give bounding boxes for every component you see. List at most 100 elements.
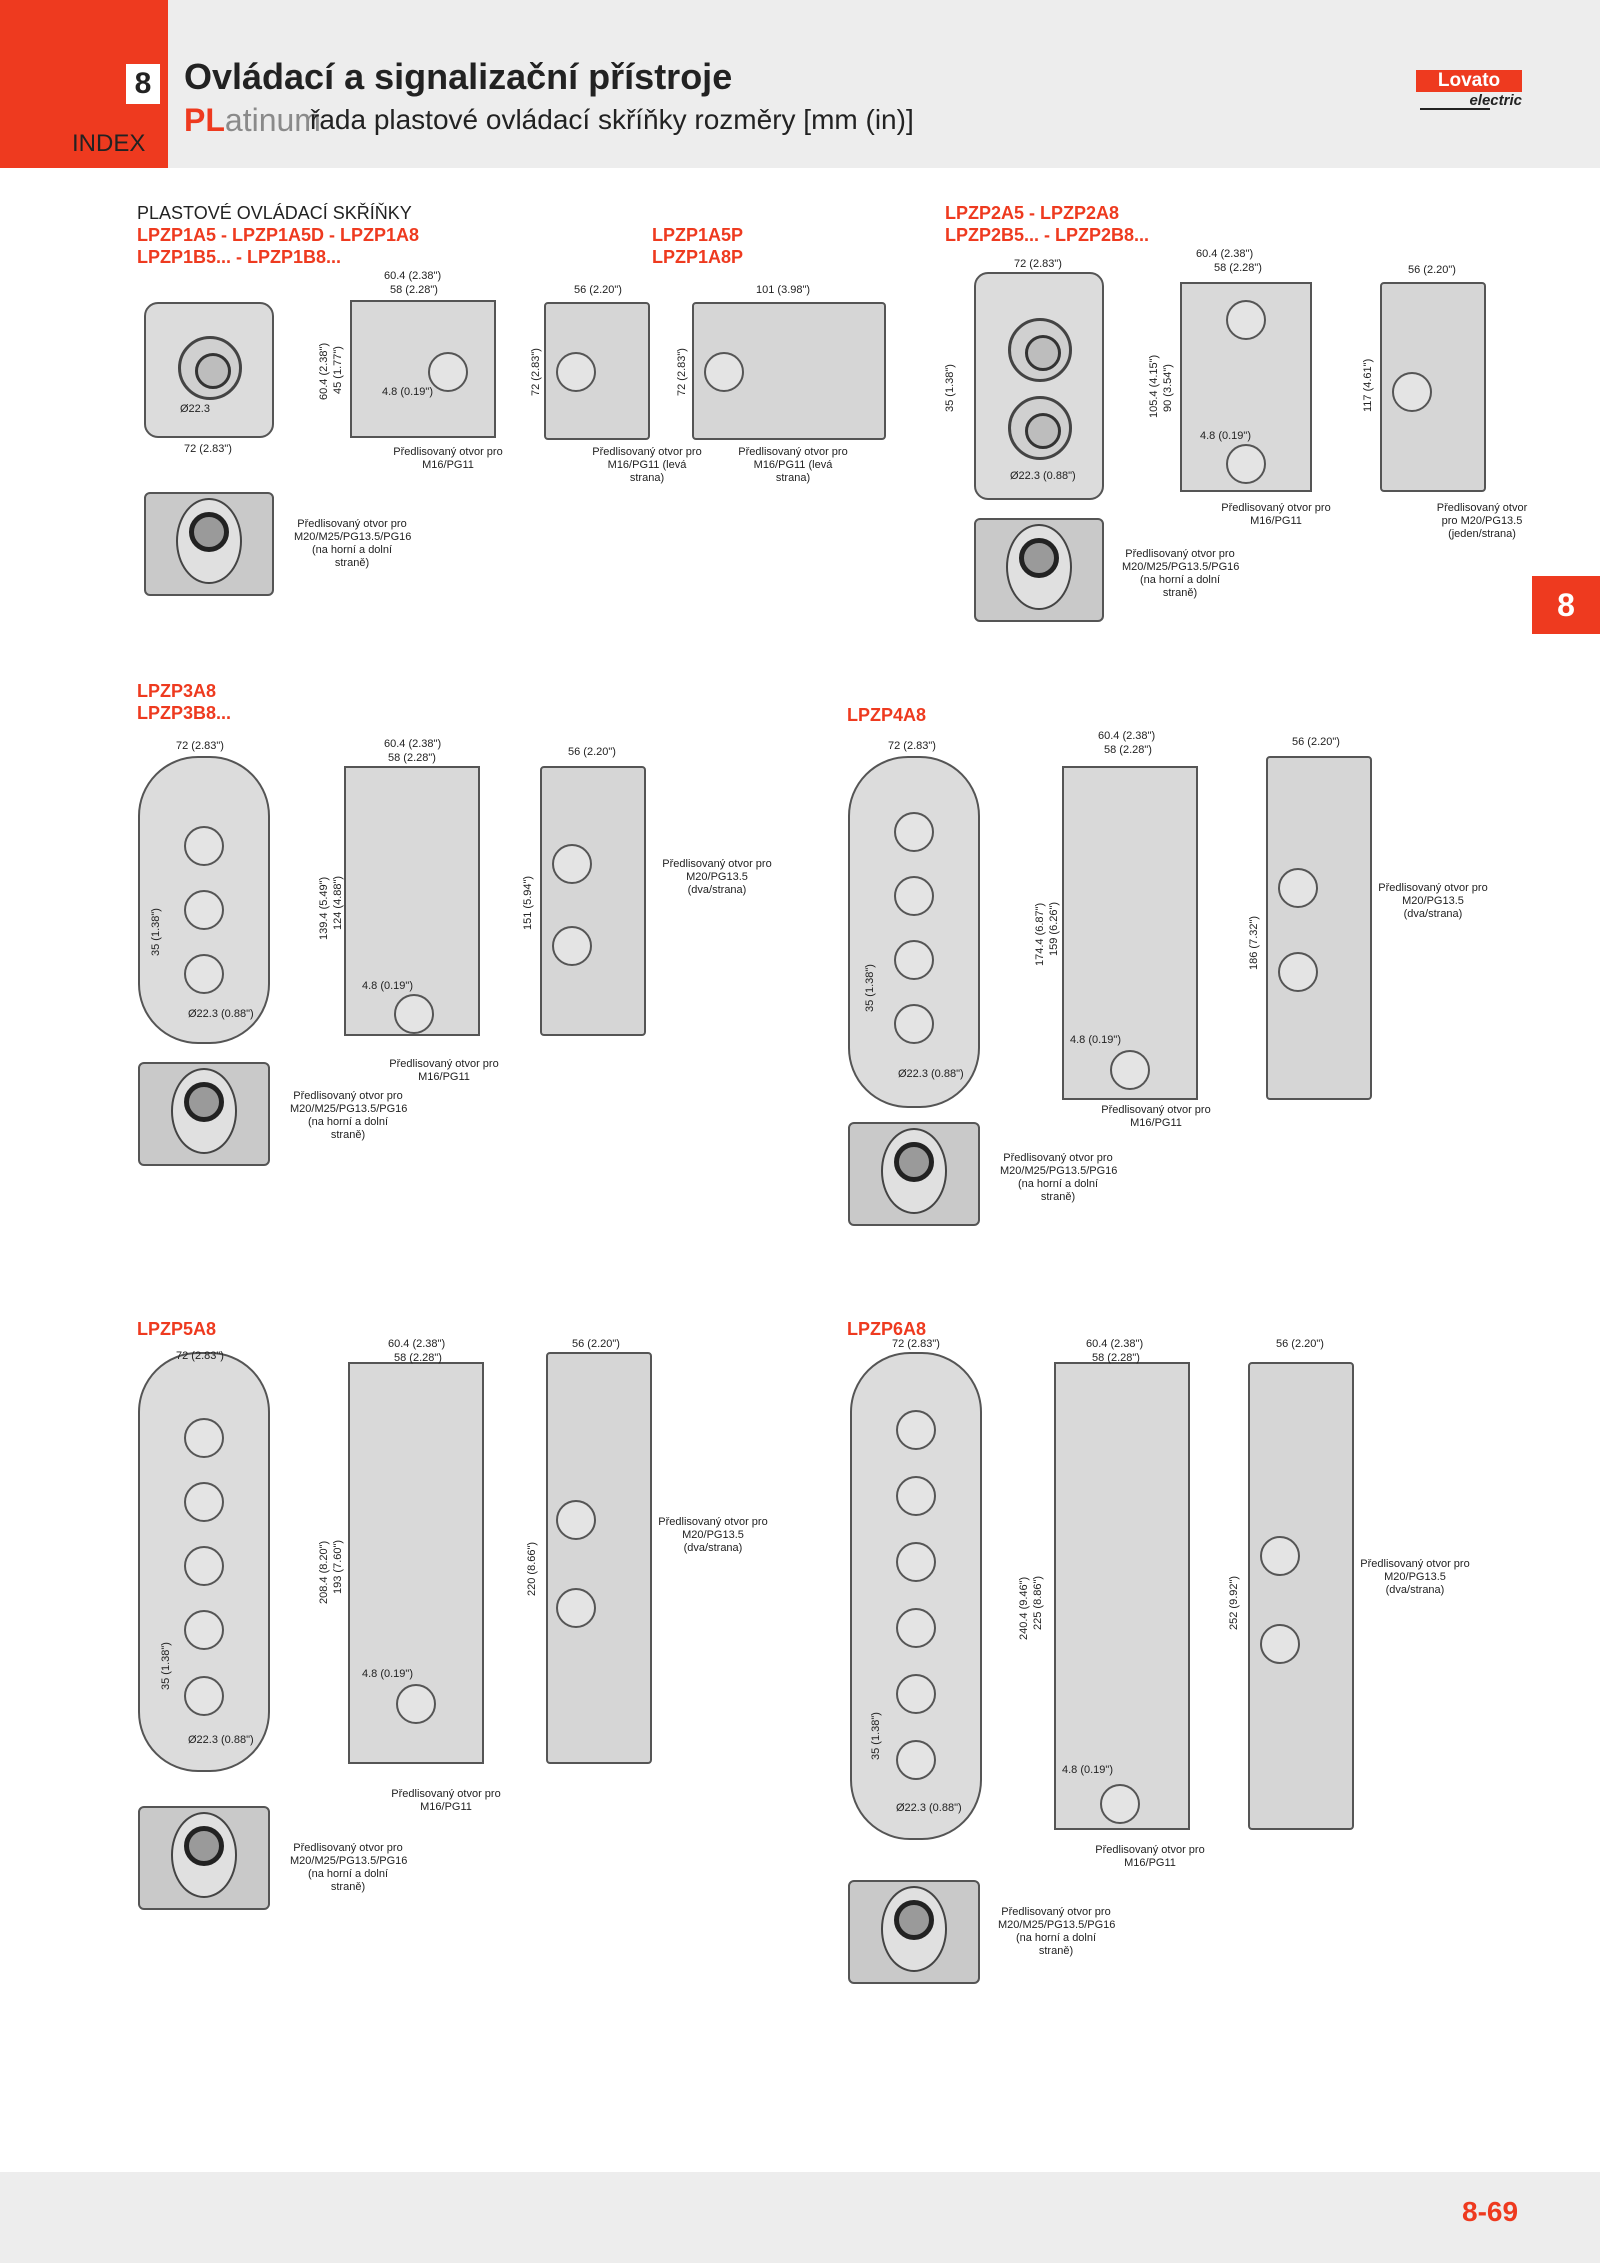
dim-h1744: 174.4 (6.87") — [1034, 902, 1046, 966]
dim-h90: 90 (3.54") — [1162, 364, 1174, 412]
dim-w604-5: 60.4 (2.38") — [388, 1338, 446, 1350]
dim-h35-6: 35 (1.38") — [870, 1712, 882, 1760]
note-m20-one: Předlisovaný otvor pro M20/PG13.5 (jeden… — [1436, 502, 1528, 540]
s3-models-1: LPZP3A8 — [137, 681, 217, 701]
hole-icon — [896, 1608, 936, 1648]
note-m16-2: Předlisovaný otvor pro M16/PG11 — [1221, 502, 1331, 527]
s1p-models-2: LPZP1A8P — [652, 247, 744, 267]
dim-w58-6: 58 (2.28") — [1092, 1352, 1140, 1364]
dim-w72-5: 72 (2.83") — [176, 1350, 224, 1362]
lpzp4-front — [848, 756, 980, 1108]
lpzp6-photo — [848, 1880, 980, 1984]
note-m16-left: Předlisovaný otvor pro M16/PG11 (levá st… — [592, 446, 702, 484]
dim-h159: 159 (6.26") — [1048, 901, 1060, 956]
dim-d223in-4: Ø22.3 (0.88") — [898, 1068, 964, 1080]
hole-icon — [184, 1676, 224, 1716]
dim-w72-6: 72 (2.83") — [892, 1338, 940, 1350]
dim-w72-4: 72 (2.83") — [888, 740, 936, 752]
hole-icon — [896, 1674, 936, 1714]
photo-button-icon — [184, 1082, 224, 1122]
hole-icon — [552, 926, 592, 966]
dim-d223in-2: Ø22.3 (0.88") — [1010, 470, 1076, 482]
button-icon — [178, 336, 242, 400]
hole-icon — [184, 826, 224, 866]
note-m20-tb-5: Předlisovaný otvor pro M20/M25/PG13.5/PG… — [290, 1842, 408, 1893]
lpzp4-side — [1266, 756, 1372, 1100]
dim-w58-4: 58 (2.28") — [1104, 744, 1152, 756]
hole-icon — [1260, 1536, 1300, 1576]
note-m20-two-6: Předlisovaný otvor pro M20/PG13.5 (dva/s… — [1360, 1558, 1470, 1596]
note-m16-4: Předlisovaný otvor pro M16/PG11 — [1101, 1104, 1211, 1129]
note-m16-3: Předlisovaný otvor pro M16/PG11 — [389, 1058, 499, 1083]
note-m20-tb: Předlisovaný otvor pro M20/M25/PG13.5/PG… — [294, 518, 412, 569]
lpzp6-body — [1054, 1362, 1190, 1830]
s4-models-1: LPZP4A8 — [847, 705, 927, 725]
lpzp5-photo — [138, 1806, 270, 1910]
hole-icon — [184, 890, 224, 930]
dim-w604-3: 60.4 (2.38") — [384, 738, 442, 750]
dim-h35-4: 35 (1.38") — [864, 964, 876, 1012]
hole-icon — [1100, 1784, 1140, 1824]
dim-w58: 58 (2.28") — [390, 284, 438, 296]
page-number: 8-69 — [1462, 2196, 1519, 2227]
logo-underline — [1420, 108, 1490, 110]
lpzp3-body — [344, 766, 480, 1036]
s2-models-2: LPZP2B5... - LPZP2B8... — [945, 225, 1150, 245]
hole-icon — [1110, 1050, 1150, 1090]
dim-w604-6: 60.4 (2.38") — [1086, 1338, 1144, 1350]
lpzp2-front — [974, 272, 1104, 500]
dim-h225: 225 (8.86") — [1032, 1575, 1044, 1630]
s1-models-1: LPZP1A5 - LPZP1A5D - LPZP1A8 — [137, 225, 420, 245]
s5-models-1: LPZP5A8 — [137, 1319, 217, 1339]
hole-icon — [1260, 1624, 1300, 1664]
photo-button-icon — [894, 1900, 934, 1940]
hole-icon — [896, 1410, 936, 1450]
hole-icon — [184, 1418, 224, 1458]
dim-w58-3: 58 (2.28") — [388, 752, 436, 764]
dim-w58-5: 58 (2.28") — [394, 1352, 442, 1364]
hole-icon — [184, 954, 224, 994]
hole-icon — [1278, 952, 1318, 992]
dim-d48-3: 4.8 (0.19") — [362, 980, 413, 992]
dim-d48-4: 4.8 (0.19") — [1070, 1034, 1121, 1046]
photo-button-icon — [894, 1142, 934, 1182]
dim-h45: 45 (1.77") — [332, 346, 344, 394]
hole-icon — [1226, 300, 1266, 340]
dim-w604-4: 60.4 (2.38") — [1098, 730, 1156, 742]
index-link[interactable]: INDEX — [72, 130, 146, 157]
dim-w604: 60.4 (2.38") — [384, 270, 442, 282]
dim-h252: 252 (9.92") — [1228, 1575, 1240, 1630]
platinum-brand: PLatinum — [184, 102, 321, 139]
page-footer — [0, 2172, 1600, 2263]
s3-models-2: LPZP3B8... — [137, 703, 232, 723]
lpzp4-body — [1062, 766, 1198, 1100]
hole-icon — [184, 1610, 224, 1650]
hole-icon — [896, 1740, 936, 1780]
lpzp3-photo — [138, 1062, 270, 1166]
dim-h72b: 72 (2.83") — [676, 348, 688, 396]
dim-w56-5: 56 (2.20") — [572, 1338, 620, 1350]
brand-rest: atinum — [224, 102, 321, 138]
button-icon — [1008, 396, 1072, 460]
dim-w56-3: 56 (2.20") — [568, 746, 616, 758]
dim-h220: 220 (8.66") — [526, 1541, 538, 1596]
dim-h1054: 105.4 (4.15") — [1148, 354, 1160, 418]
hole-icon — [1392, 372, 1432, 412]
hole-icon — [184, 1546, 224, 1586]
dim-d223in-3: Ø22.3 (0.88") — [188, 1008, 254, 1020]
hole-icon — [556, 1500, 596, 1540]
lpzp1-body — [350, 300, 496, 438]
s1p-models-1: LPZP1A5P — [652, 225, 744, 245]
lpzp5-side — [546, 1352, 652, 1764]
hole-icon — [896, 1476, 936, 1516]
note-m16-5: Předlisovaný otvor pro M16/PG11 — [391, 1788, 501, 1813]
side-chapter-tab[interactable]: 8 — [1532, 576, 1600, 634]
dim-h72: 72 (2.83") — [530, 348, 542, 396]
dim-h35-5: 35 (1.38") — [160, 1642, 172, 1690]
button-icon — [1008, 318, 1072, 382]
page-subtitle: řada plastové ovládací skříňky rozměry [… — [310, 104, 914, 135]
note-m20-two-5: Předlisovaný otvor pro M20/PG13.5 (dva/s… — [658, 1516, 768, 1554]
brand-pl: PL — [184, 102, 225, 138]
note-m20-tb-3: Předlisovaný otvor pro M20/M25/PG13.5/PG… — [290, 1090, 408, 1141]
dim-d48-6: 4.8 (0.19") — [1062, 1764, 1113, 1776]
